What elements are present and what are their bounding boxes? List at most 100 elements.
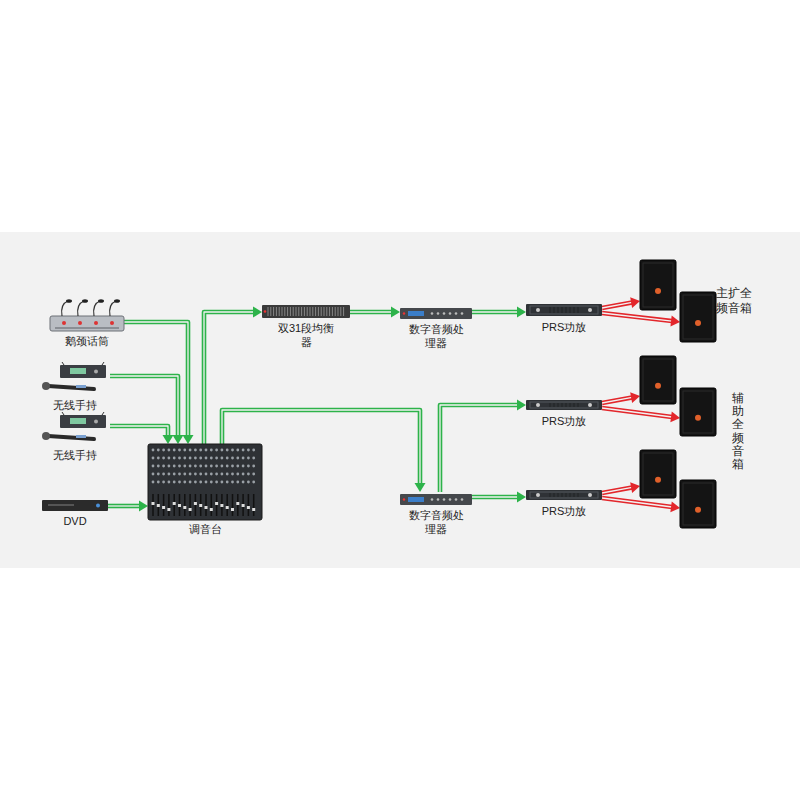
line-inner (108, 505, 140, 506)
device-label: 数字音频处理器 (406, 323, 466, 351)
line-inner (472, 311, 518, 312)
line-outer (602, 397, 632, 403)
signal-line (472, 312, 518, 313)
arrow-head (253, 307, 262, 318)
device-node: PRS功放 (526, 398, 602, 429)
arrow-heads (183, 435, 194, 444)
line-inner (602, 313, 672, 321)
signal-connector (472, 307, 526, 318)
signal-line (602, 397, 632, 403)
arrow-heads (139, 501, 148, 512)
device-label: 调音台 (189, 523, 222, 537)
device-illustration (400, 306, 472, 320)
arrow-heads (253, 307, 262, 318)
signal-connector (108, 501, 148, 512)
device-label: 鹅颈话筒 (65, 335, 109, 349)
device-label: PRS功放 (542, 415, 587, 429)
arrow-head (517, 307, 526, 318)
device-node: 调音台 (148, 444, 262, 537)
signal-connector (204, 307, 262, 445)
line-inner (602, 498, 672, 507)
arrow-heads (670, 501, 680, 512)
arrow-head (630, 482, 640, 493)
device-node: PRS功放 (526, 302, 602, 335)
device-node: 无线手持 (40, 412, 110, 463)
line-inner (204, 312, 254, 444)
device-label: 双31段均衡器 (275, 322, 337, 350)
arrow-head (391, 307, 400, 318)
arrow-head (630, 392, 640, 403)
arrow-head (517, 400, 526, 411)
line-inner (110, 426, 168, 436)
device-label: 无线手持 (53, 449, 97, 463)
device-illustration (40, 362, 110, 396)
signal-connector (110, 426, 174, 444)
arrow-heads (670, 411, 680, 422)
line-outer (110, 376, 178, 436)
line-outer (602, 498, 672, 507)
arrow-heads (391, 307, 400, 318)
line-outer (350, 310, 392, 315)
signal-line (108, 506, 140, 507)
device-illustration (400, 492, 472, 506)
signal-connector (440, 400, 526, 493)
signal-connector (350, 307, 400, 318)
line-outer (472, 495, 518, 500)
device-illustration (262, 303, 350, 319)
device-illustration (40, 412, 110, 446)
device-illustration (42, 498, 108, 512)
signal-line (602, 498, 672, 507)
arrow-heads (630, 297, 640, 308)
arrow-heads (517, 492, 526, 503)
device-label: 数字音频处理器 (406, 509, 466, 537)
line-inner (602, 408, 672, 417)
device-illustration (526, 302, 602, 318)
arrow-head (670, 411, 680, 422)
signal-line (472, 497, 518, 498)
arrow-heads (415, 483, 426, 492)
device-node: PRS功放 (526, 488, 602, 519)
arrow-heads (670, 316, 680, 327)
device-illustration (526, 398, 602, 412)
line-inner (440, 405, 518, 492)
device-label: PRS功放 (542, 505, 587, 519)
signal-line (440, 405, 518, 492)
line-inner (472, 496, 518, 497)
device-illustration (50, 298, 124, 332)
arrow-heads (517, 400, 526, 411)
signal-line (110, 376, 178, 436)
line-inner (602, 302, 632, 308)
device-label: DVD (63, 515, 86, 529)
device-illustration (148, 444, 262, 520)
line-outer (108, 504, 140, 509)
device-label: 无线手持 (53, 399, 97, 413)
line-inner (350, 311, 392, 312)
arrow-heads (517, 307, 526, 318)
device-node: 主扩全频音箱 (636, 256, 758, 346)
signal-line (110, 426, 168, 436)
line-outer (602, 302, 632, 308)
arrow-heads (173, 435, 184, 444)
line-outer (602, 487, 632, 493)
device-node: 数字音频处理器 (400, 492, 472, 537)
device-illustration (526, 488, 602, 502)
line-outer (440, 405, 518, 492)
arrow-heads (630, 482, 640, 493)
device-node: 鹅颈话筒 (50, 298, 124, 349)
signal-connector (110, 376, 184, 444)
signal-line (204, 312, 254, 444)
line-outer (110, 426, 168, 436)
arrow-head (517, 492, 526, 503)
device-node: DVD (42, 498, 108, 529)
device-node: 辅助全频音箱 (636, 352, 758, 532)
arrow-head (163, 435, 174, 444)
line-inner (602, 397, 632, 403)
arrow-head (670, 501, 680, 512)
arrow-head (415, 483, 426, 492)
device-node: 数字音频处理器 (400, 306, 472, 351)
line-inner (110, 376, 178, 436)
arrow-heads (630, 392, 640, 403)
arrow-head (173, 435, 184, 444)
arrow-head (630, 297, 640, 308)
